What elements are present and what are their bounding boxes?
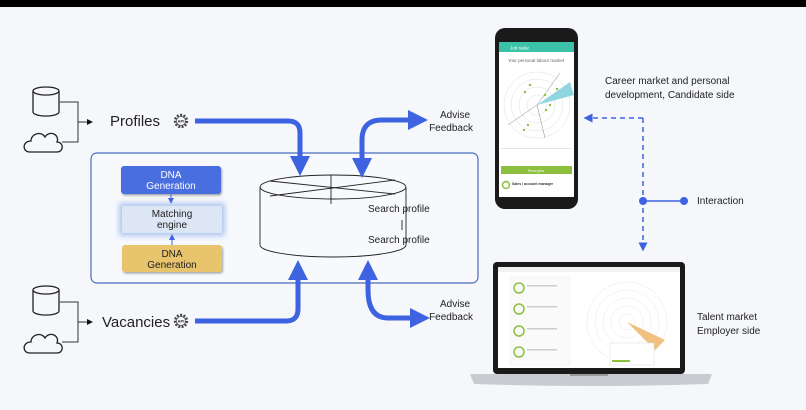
api-gear-icon: API [173, 313, 189, 329]
cloud-icon [23, 132, 63, 153]
profiles-in-arrow [195, 118, 310, 176]
profiles-label: Profiles [110, 113, 160, 130]
profiles-source: Profiles API [23, 86, 189, 153]
matching-engine: Matching engine [122, 206, 222, 233]
svg-text:Generation: Generation [147, 260, 196, 271]
vacancies-label: Vacancies [102, 314, 170, 331]
cloud-icon [23, 333, 63, 354]
candidate-side-label: Career market and personal [605, 76, 730, 87]
merge-connector [60, 101, 92, 143]
svg-text:DNA: DNA [161, 249, 182, 260]
svg-text:DNA: DNA [160, 170, 181, 181]
interaction-connector [583, 113, 648, 252]
svg-text:engine: engine [157, 220, 187, 231]
phone-mockup: Job radar Your personal labour market Sh… [495, 28, 578, 209]
dna-generation-top: DNA Generation [121, 166, 221, 194]
search-profile-label: Search profile [368, 204, 430, 215]
database-icon [32, 285, 60, 316]
svg-text:Job radar: Job radar [510, 46, 530, 51]
candidate-side-label: development, Candidate side [605, 90, 735, 101]
api-gear-icon: API [173, 113, 189, 129]
interaction-label: Interaction [697, 196, 744, 207]
svg-text:API: API [178, 119, 185, 124]
vacancies-in-arrow [195, 260, 308, 324]
search-profile-label: Search profile [368, 235, 430, 246]
database-icon [32, 86, 60, 117]
laptop-mockup [470, 262, 712, 386]
job-radar-chart [503, 71, 574, 139]
flow-arrows [195, 110, 430, 328]
employer-side-label: Employer side [697, 326, 761, 337]
advise-bottom-arrow [365, 289, 430, 328]
svg-text:API: API [178, 319, 185, 324]
profile-database-cylinder [259, 174, 407, 258]
svg-text:Show jobs: Show jobs [528, 169, 544, 173]
advise-label: Advise [440, 110, 470, 121]
advise-label: Advise [440, 299, 470, 310]
svg-text:Your personal labour market: Your personal labour market [508, 58, 565, 63]
svg-text:Sales / account manager: Sales / account manager [512, 182, 554, 186]
svg-text:Generation: Generation [146, 181, 195, 192]
merge-connector [60, 301, 92, 343]
interaction-dot [680, 197, 688, 205]
employer-side-label: Talent market [697, 312, 757, 323]
interaction-dot [639, 197, 647, 205]
feedback-label: Feedback [429, 123, 474, 134]
dna-generation-bottom: DNA Generation [122, 245, 222, 272]
feedback-label: Feedback [429, 312, 474, 323]
advise-top-arrow [359, 110, 428, 141]
top-bar [0, 0, 806, 7]
vacancies-source: Vacancies API [23, 285, 189, 354]
svg-text:Matching: Matching [152, 209, 193, 220]
